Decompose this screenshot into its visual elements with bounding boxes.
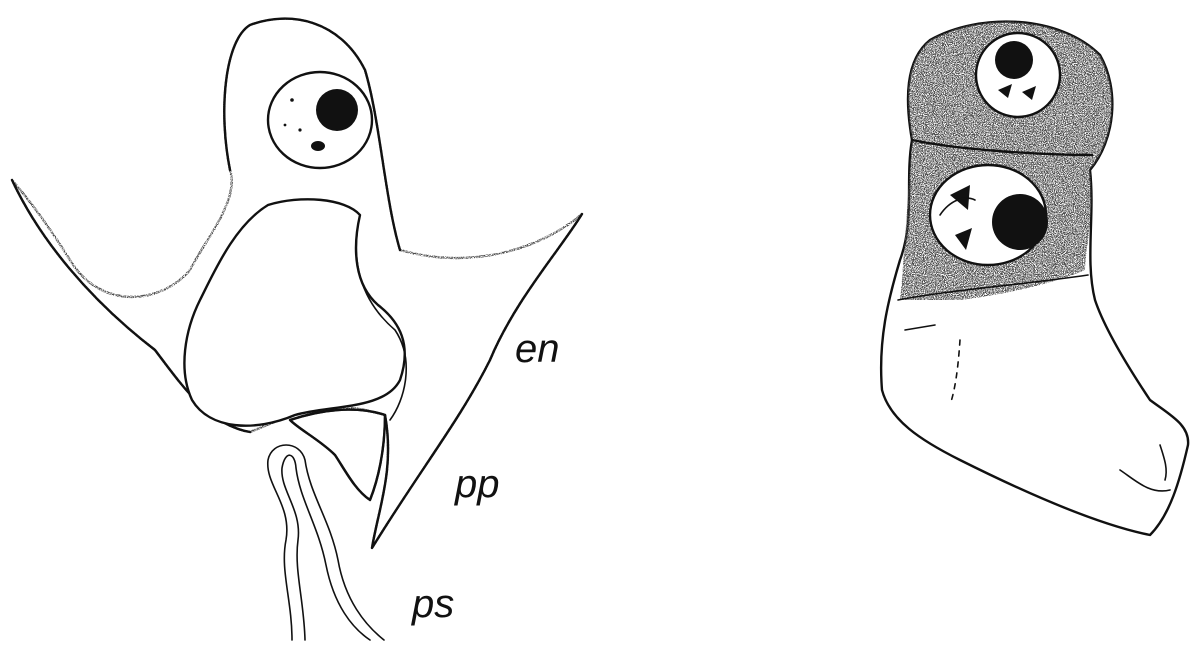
label-ps: ps xyxy=(411,582,454,626)
left-cell-nucleolus xyxy=(316,89,358,131)
label-pp: pp xyxy=(454,462,500,506)
pollen-tube-inner xyxy=(282,455,370,640)
left-cell-vacuole xyxy=(184,199,404,425)
right-cell-lower-nucleolus xyxy=(992,194,1048,250)
label-en: en xyxy=(515,327,560,371)
right-cell-drawing xyxy=(881,22,1188,535)
pollen-tube-outer xyxy=(268,445,384,640)
left-cell-drawing xyxy=(12,19,582,640)
left-cell-dark-base xyxy=(290,410,385,500)
right-cell-upper-nucleolus xyxy=(995,41,1033,79)
left-cell-nucleus-granule xyxy=(311,141,325,151)
